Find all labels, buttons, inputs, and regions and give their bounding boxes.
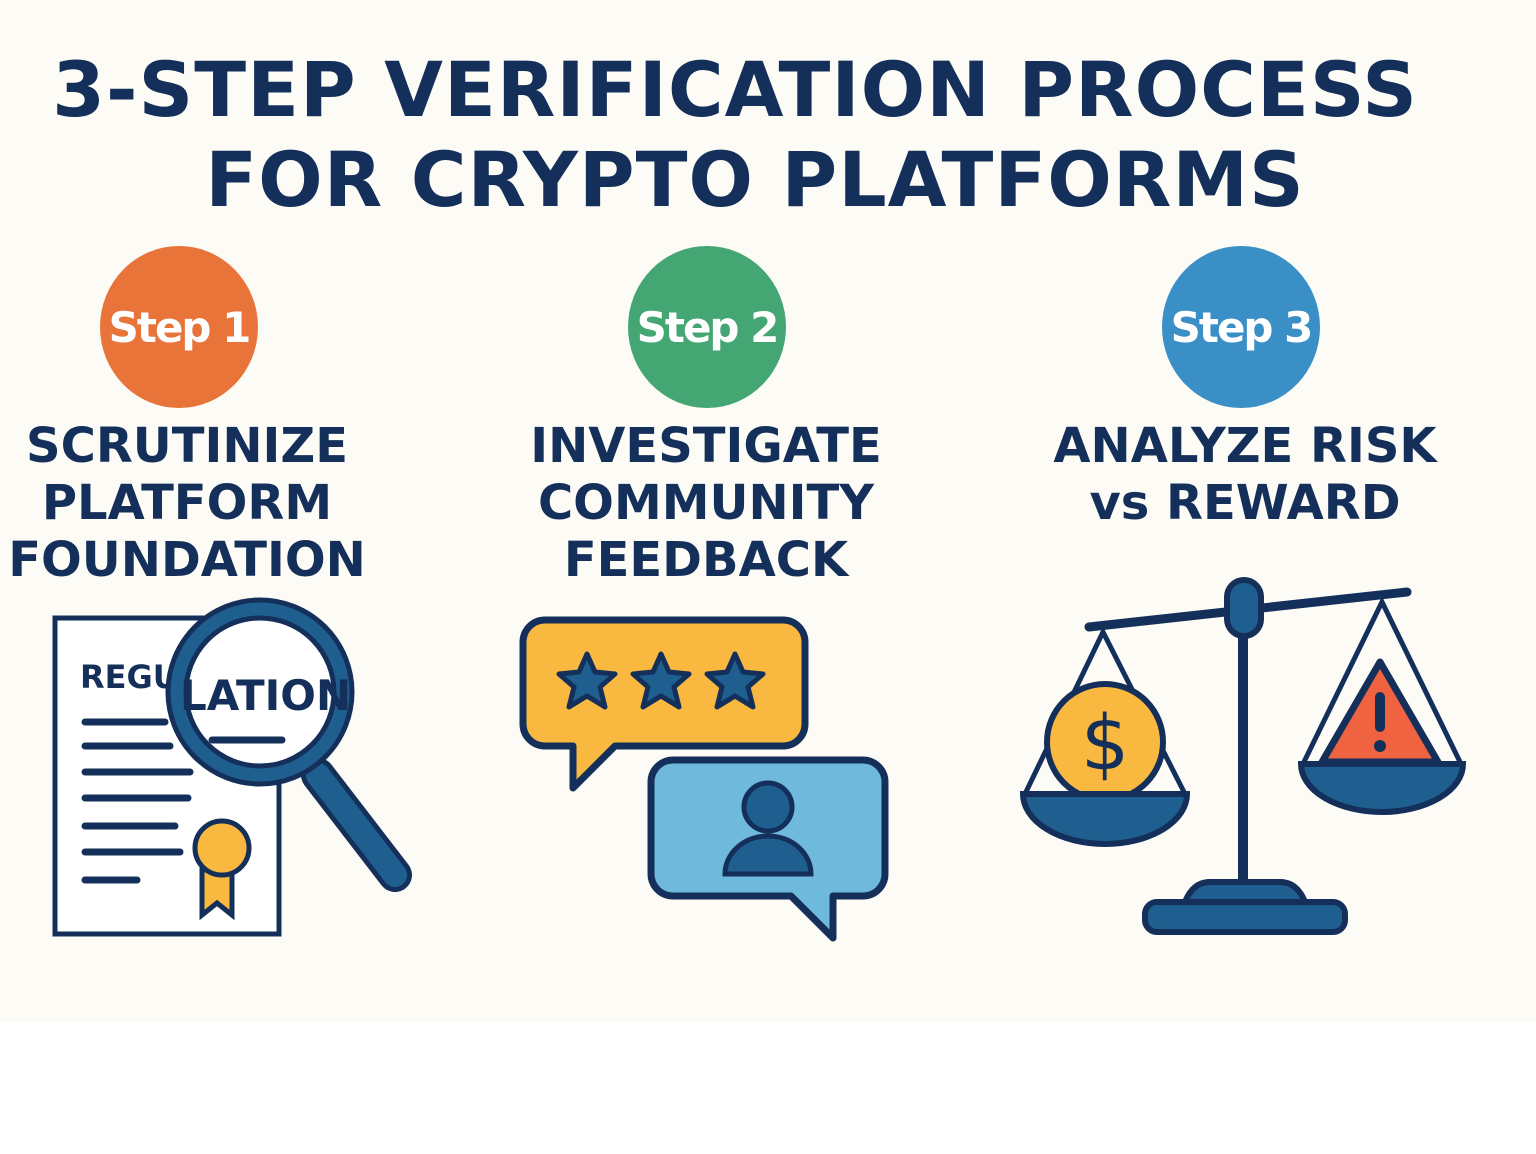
step-2-heading: INVESTIGATE COMMUNITY FEEDBACK [496, 418, 916, 589]
heading-line: FEEDBACK [563, 532, 849, 588]
heading-line: SCRUTINIZE [26, 418, 348, 474]
title-line-1: 3-STEP VERIFICATION PROCESS [52, 45, 1418, 134]
infographic-canvas: 3-STEP VERIFICATION PROCESS FOR CRYPTO P… [0, 45, 1467, 942]
title-line-2: FOR CRYPTO PLATFORMS [205, 135, 1305, 224]
heading-line: vs REWARD [1089, 475, 1401, 531]
review-chat-bubbles-icon [519, 616, 889, 942]
regulation-text-magnified: LATION [180, 671, 351, 720]
step-1-badge: Step 1 [100, 246, 258, 408]
star-rating [556, 651, 766, 710]
heading-line: COMMUNITY [537, 475, 875, 531]
heading-line: ANALYZE RISK [1053, 418, 1437, 474]
regulation-text-left: REGU [80, 658, 179, 696]
step-1-heading: SCRUTINIZE PLATFORM FOUNDATION [0, 418, 397, 589]
document-magnifier-icon: REGU LATION [52, 597, 412, 937]
heading-line: PLATFORM [41, 475, 333, 531]
balance-scale-icon: $ [1019, 577, 1467, 935]
dollar-icon: $ [1081, 698, 1129, 787]
heading-line: INVESTIGATE [530, 418, 882, 474]
step-3-heading: ANALYZE RISK vs REWARD [1035, 418, 1455, 532]
step-3-badge: Step 3 [1162, 246, 1320, 408]
step-2-badge: Step 2 [628, 246, 786, 408]
heading-line: FOUNDATION [8, 532, 366, 588]
